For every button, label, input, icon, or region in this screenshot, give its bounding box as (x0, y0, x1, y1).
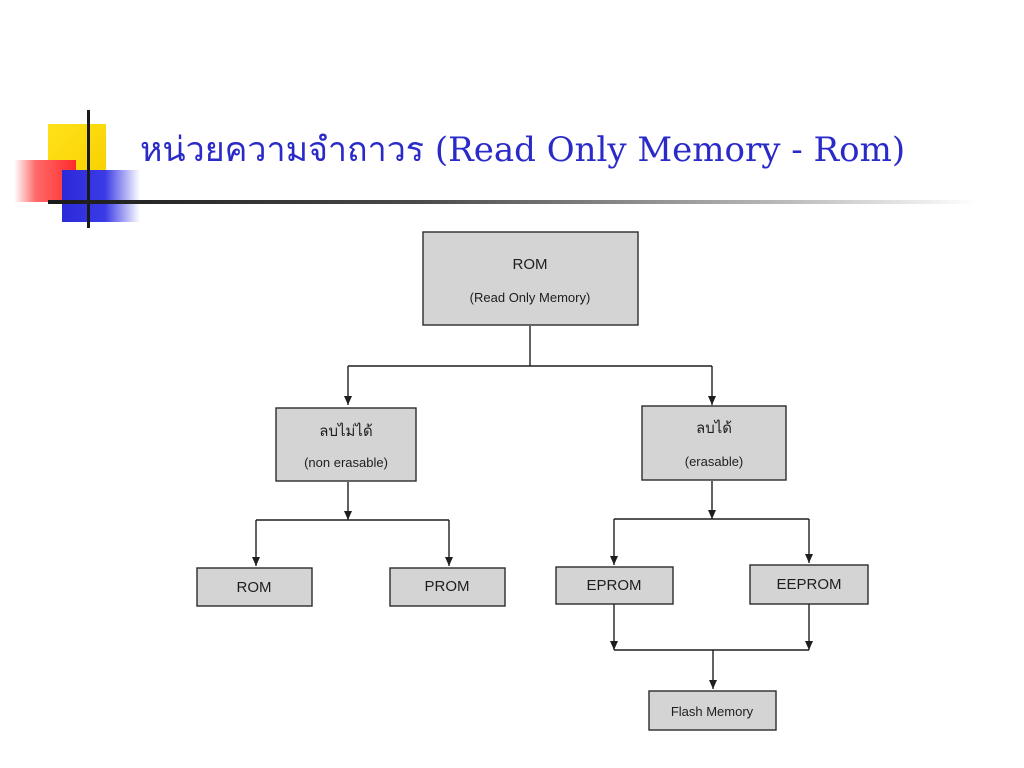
title-underline (48, 200, 978, 204)
node-eprom-label: EPROM (586, 577, 641, 594)
node-non-erasable: ลบไม่ได้ (non erasable) (275, 407, 417, 482)
node-prom-label: PROM (425, 578, 470, 595)
decorative-blue-block (62, 170, 140, 222)
decorative-vertical-line (87, 110, 90, 228)
node-rom-label: ROM (237, 579, 272, 596)
node-eprom: EPROM (555, 566, 674, 605)
node-erasable-sublabel: (erasable) (685, 454, 744, 469)
node-flash-memory: Flash Memory (648, 690, 777, 731)
node-eeprom-label: EEPROM (776, 576, 841, 593)
node-rom-root-label: ROM (513, 256, 548, 273)
node-non-erasable-label: ลบไม่ได้ (319, 422, 372, 440)
connectors (252, 326, 813, 689)
node-flash-memory-label: Flash Memory (671, 704, 754, 719)
node-rom-root-sublabel: (Read Only Memory) (470, 290, 591, 305)
node-erasable: ลบได้ (erasable) (641, 405, 787, 481)
node-rom-root: ROM (Read Only Memory) (422, 231, 639, 326)
node-rom: ROM (196, 567, 313, 607)
node-non-erasable-sublabel: (non erasable) (304, 455, 388, 470)
node-prom: PROM (389, 567, 506, 607)
slide-title: หน่วยความจำถาวร (Read Only Memory - Rom) (140, 130, 906, 170)
node-erasable-label: ลบได้ (696, 419, 732, 437)
node-eeprom: EEPROM (749, 564, 869, 605)
